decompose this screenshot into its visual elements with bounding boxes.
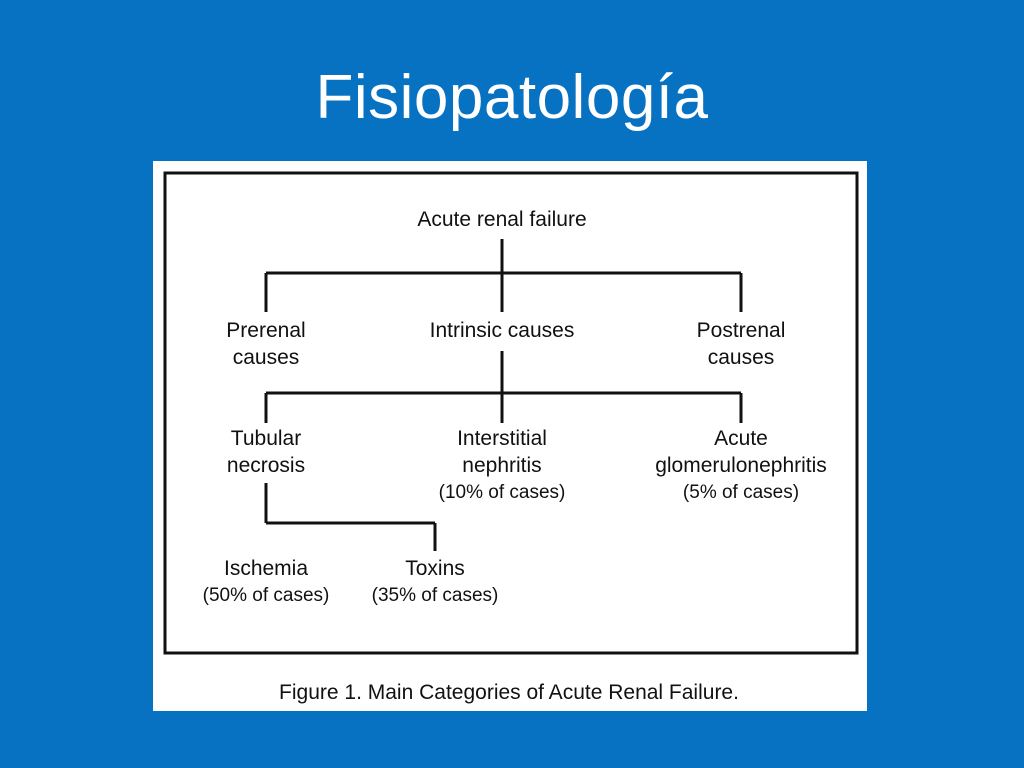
- node-glomerulo-line2: glomerulonephritis: [655, 454, 827, 477]
- diagram-frame: [163, 171, 859, 655]
- node-intrinsic-causes: Intrinsic causes: [430, 319, 575, 342]
- node-interstitial-line2: nephritis: [462, 454, 541, 477]
- connector-intrinsic: [264, 351, 743, 423]
- node-ischemia: Ischemia: [224, 557, 308, 580]
- node-acute-renal-failure: Acute renal failure: [417, 208, 586, 231]
- connector-tubular: [264, 483, 437, 551]
- node-interstitial-line1: Interstitial: [457, 427, 547, 450]
- connector-root: [264, 239, 743, 312]
- figure-caption: Figure 1. Main Categories of Acute Renal…: [279, 681, 739, 704]
- node-glomerulo-line1: Acute: [714, 427, 768, 450]
- figure-panel: Acute renal failure Prerenal causes Intr…: [153, 161, 867, 711]
- node-postrenal-line1: Postrenal: [697, 319, 786, 342]
- node-tubular-line2: necrosis: [227, 454, 305, 477]
- node-interstitial-percent: (10% of cases): [439, 482, 566, 503]
- node-prerenal-line2: causes: [233, 346, 300, 369]
- node-toxins: Toxins: [405, 557, 465, 580]
- node-tubular-line1: Tubular: [231, 427, 301, 450]
- node-ischemia-percent: (50% of cases): [203, 585, 330, 606]
- node-prerenal-line1: Prerenal: [226, 319, 305, 342]
- node-postrenal-line2: causes: [708, 346, 775, 369]
- slide-title: Fisiopatología: [315, 63, 709, 132]
- flowchart-diagram: Acute renal failure Prerenal causes Intr…: [163, 171, 859, 704]
- node-toxins-percent: (35% of cases): [372, 585, 499, 606]
- node-glomerulo-percent: (5% of cases): [683, 482, 799, 503]
